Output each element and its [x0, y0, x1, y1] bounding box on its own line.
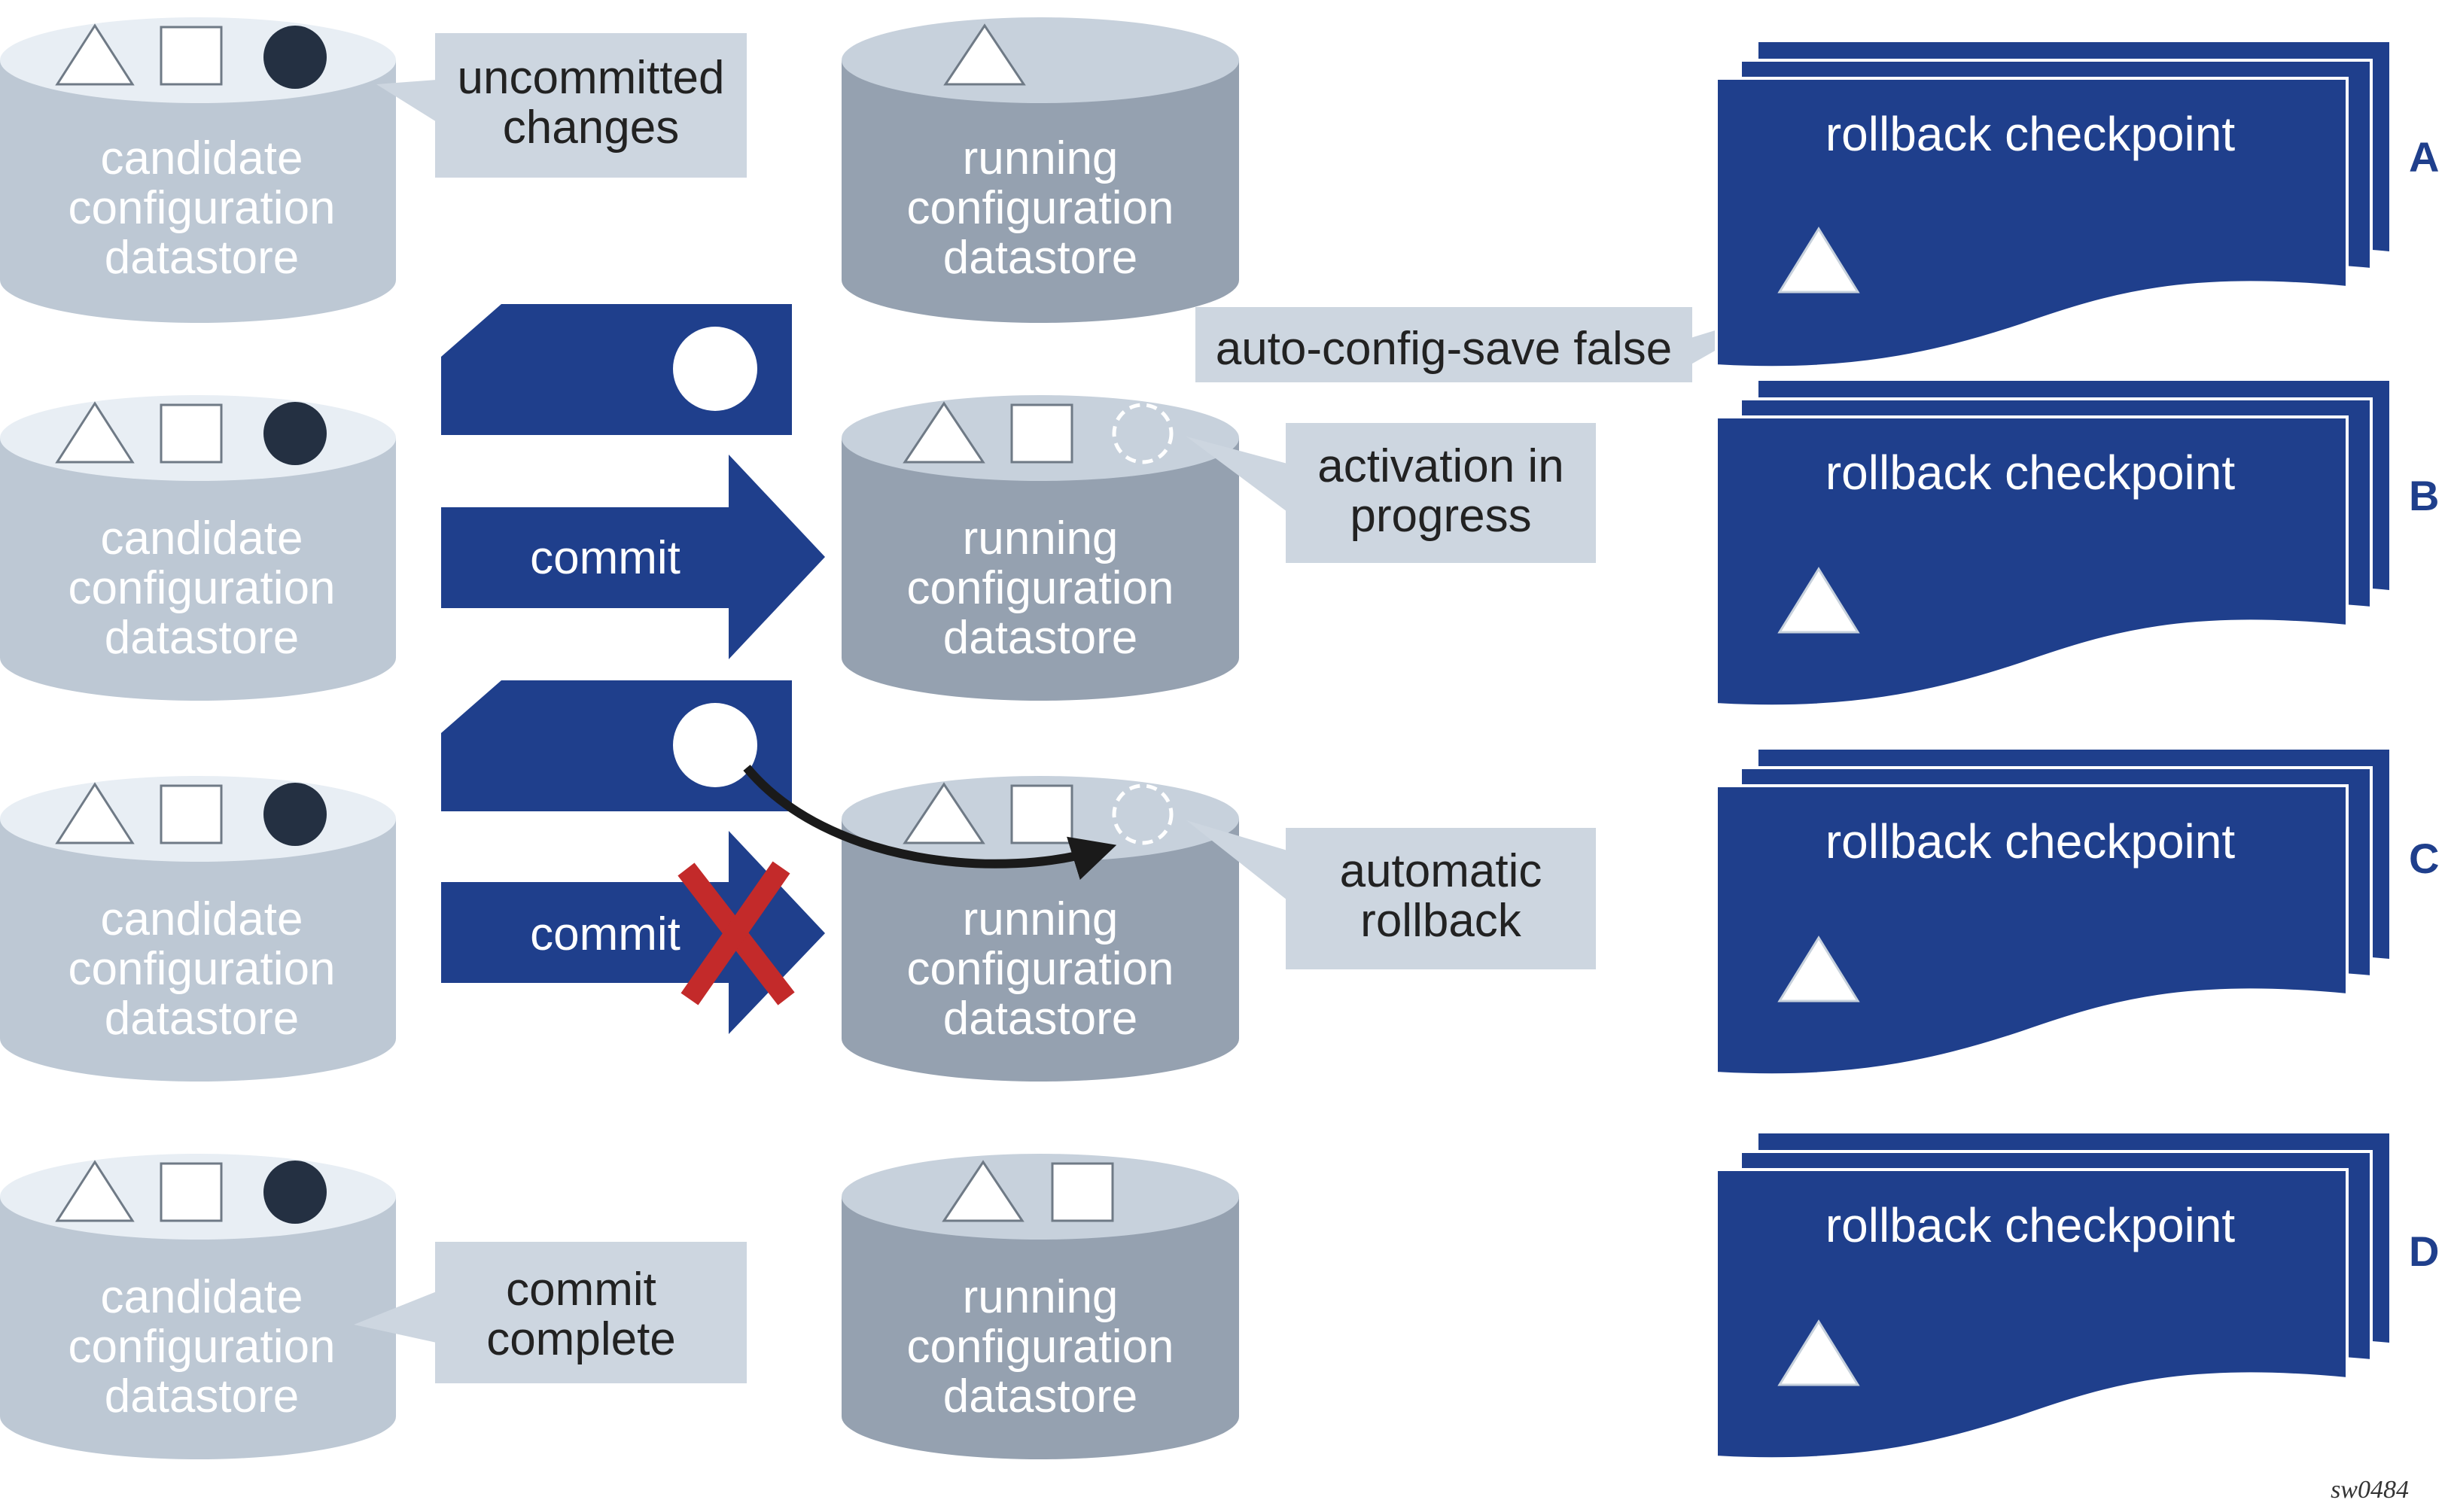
running-datastore-row1: running configuration datastore [842, 17, 1239, 323]
candidate-label-line2: configuration [68, 943, 335, 995]
callout-automatic-rollback: automatic rollback [1186, 820, 1596, 969]
running-label-line3: datastore [943, 232, 1138, 284]
dashed-circle-icon [1112, 403, 1174, 464]
config-change-card-row3 [441, 680, 792, 811]
candidate-label-line1: candidate [101, 132, 303, 184]
triangle-icon [903, 782, 985, 844]
square-icon [160, 26, 223, 86]
triangle-icon [943, 23, 1026, 86]
candidate-label-line3: datastore [105, 612, 300, 664]
square-icon [1010, 784, 1073, 844]
triangle-icon [55, 782, 135, 844]
checkpoint-title: rollback checkpoint [1825, 446, 2236, 500]
callout-complete-line1: commit [506, 1264, 656, 1316]
triangle-icon [1777, 567, 1860, 634]
square-icon [160, 784, 223, 844]
square-icon [160, 403, 223, 464]
triangle-icon [903, 401, 985, 464]
running-label-line2: configuration [906, 182, 1174, 234]
circle-icon [673, 327, 757, 411]
triangle-icon [1777, 935, 1860, 1002]
row-label-b: B [2409, 472, 2439, 519]
triangle-icon [55, 23, 135, 86]
callout-uncommitted-line2: changes [503, 102, 679, 154]
square-icon [160, 1162, 223, 1222]
row-label-c: C [2409, 835, 2439, 882]
commit-label: commit [530, 908, 681, 960]
candidate-label-line2: configuration [68, 562, 335, 614]
callout-rollback-line2: rollback [1360, 895, 1522, 947]
checkpoint-title: rollback checkpoint [1825, 1198, 2236, 1252]
candidate-datastore-row1: candidate configuration datastore [0, 17, 396, 323]
commit-arrow-row3: commit [441, 831, 825, 1034]
rollback-checkpoint-a: rollback checkpoint [1715, 42, 2389, 370]
candidate-label-line3: datastore [105, 232, 300, 284]
callout-activation-line2: progress [1350, 490, 1531, 542]
checkpoint-title: rollback checkpoint [1825, 107, 2236, 161]
triangle-icon [55, 401, 135, 464]
rollback-curve-arrow-icon [743, 765, 1117, 881]
running-label-line3: datastore [943, 1371, 1138, 1422]
running-label-line1: running [963, 132, 1119, 184]
figure-reference: sw0484 [2331, 1476, 2409, 1504]
triangle-icon [55, 1160, 135, 1222]
running-label-line1: running [963, 1271, 1119, 1323]
running-label-line2: configuration [906, 562, 1174, 614]
running-label-line3: datastore [943, 612, 1138, 664]
rollback-checkpoint-c: rollback checkpoint [1715, 750, 2389, 1077]
row-label-d: D [2409, 1228, 2439, 1275]
candidate-datastore-row4: candidate configuration datastore [0, 1154, 396, 1459]
filled-circle-icon [263, 402, 327, 465]
callout-activation-line1: activation in [1317, 440, 1563, 492]
config-change-card-row2 [441, 304, 792, 435]
callout-activation-in-progress: activation in progress [1186, 423, 1596, 563]
callout-auto-config-save: auto-config-save false [1195, 307, 1792, 382]
candidate-label-line1: candidate [101, 1271, 303, 1323]
running-label-line1: running [963, 513, 1119, 564]
rollback-checkpoint-b: rollback checkpoint [1715, 381, 2389, 708]
candidate-label-line3: datastore [105, 993, 300, 1045]
running-datastore-row4: running configuration datastore [842, 1154, 1239, 1459]
running-label-line2: configuration [906, 1321, 1174, 1373]
filled-circle-icon [263, 783, 327, 846]
dashed-circle-icon [1112, 783, 1174, 845]
running-datastore-row2: running configuration datastore [842, 395, 1239, 701]
triangle-icon [1777, 1319, 1860, 1386]
candidate-datastore-row3: candidate configuration datastore [0, 776, 396, 1082]
callout-rollback-line1: automatic [1340, 845, 1542, 897]
filled-circle-icon [263, 26, 327, 89]
commit-label: commit [530, 532, 681, 584]
candidate-label-line1: candidate [101, 893, 303, 945]
callout-auto-config-save-text: auto-config-save false [1216, 323, 1673, 375]
red-x-icon [677, 861, 795, 1005]
callout-complete-line2: complete [486, 1313, 676, 1365]
candidate-label-line1: candidate [101, 513, 303, 564]
circle-icon [673, 703, 757, 787]
triangle-icon [1777, 227, 1860, 294]
running-label-line1: running [963, 893, 1119, 945]
checkpoint-title: rollback checkpoint [1825, 814, 2236, 869]
candidate-label-line3: datastore [105, 1371, 300, 1422]
candidate-label-line2: configuration [68, 182, 335, 234]
callout-uncommitted-line1: uncommitted [458, 52, 725, 104]
filled-circle-icon [263, 1161, 327, 1224]
square-icon [1010, 403, 1073, 464]
candidate-label-line2: configuration [68, 1321, 335, 1373]
running-datastore-row3: running configuration datastore [842, 776, 1239, 1082]
running-label-line2: configuration [906, 943, 1174, 995]
triangle-icon [942, 1160, 1025, 1222]
rollback-checkpoint-d: rollback checkpoint [1715, 1133, 2389, 1461]
running-label-line3: datastore [943, 993, 1138, 1045]
callout-commit-complete: commit complete [354, 1242, 747, 1383]
square-icon [1051, 1162, 1114, 1222]
candidate-datastore-row2: candidate configuration datastore [0, 395, 396, 701]
commit-arrow-row2: commit [441, 455, 825, 659]
row-label-a: A [2409, 133, 2439, 181]
callout-uncommitted-changes: uncommitted changes [376, 33, 747, 178]
